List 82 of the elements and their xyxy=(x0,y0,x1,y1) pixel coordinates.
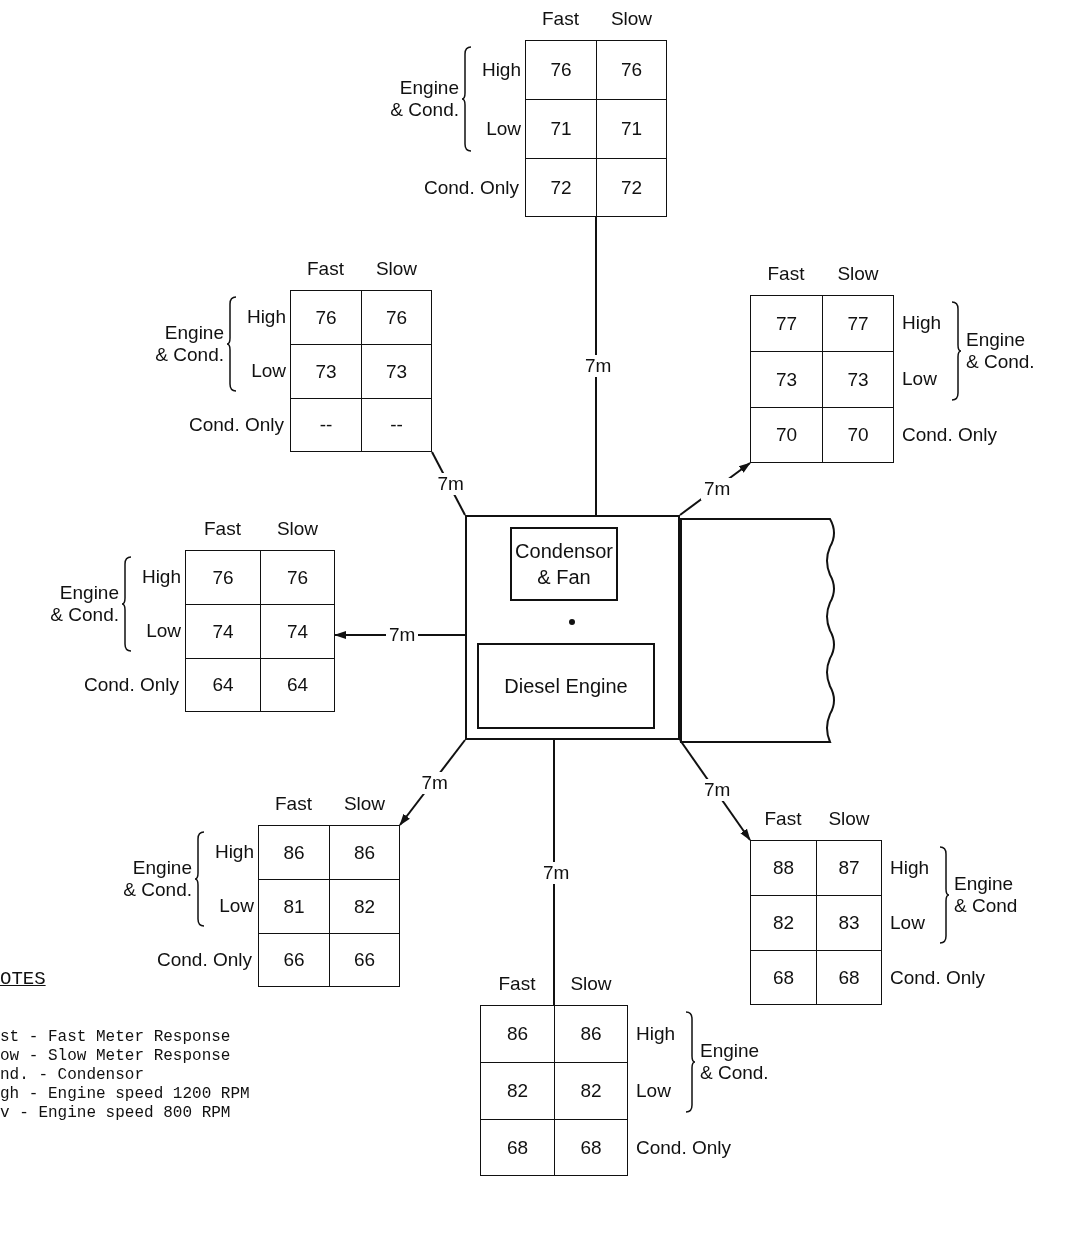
row-label: Low xyxy=(890,911,926,934)
table-cell: 86 xyxy=(258,825,330,880)
group-label: Engine & Cond. xyxy=(154,322,224,366)
component-box: Condensor & Fan xyxy=(510,527,618,601)
column-header: Slow xyxy=(836,263,880,286)
table-cell: 66 xyxy=(258,933,330,987)
note-line: ow - Slow Meter Response xyxy=(0,1047,231,1066)
column-header: Fast xyxy=(497,973,537,996)
group-label: Engine & Cond. xyxy=(700,1040,770,1084)
group-label: Engine & Cond. xyxy=(966,329,1036,373)
column-header: Fast xyxy=(541,8,580,31)
column-header: Slow xyxy=(827,808,871,831)
note-line: st - Fast Meter Response xyxy=(0,1028,231,1047)
table-cell: 70 xyxy=(750,407,823,463)
component-box: Diesel Engine xyxy=(477,643,655,729)
row-label: High xyxy=(636,1022,677,1045)
table-cell: 87 xyxy=(816,840,882,896)
table-cell: -- xyxy=(361,398,432,452)
column-header: Fast xyxy=(766,263,806,286)
column-header: Slow xyxy=(275,518,320,541)
row-label: Low xyxy=(145,620,181,642)
table-cell: 86 xyxy=(329,825,400,880)
table-cell: 64 xyxy=(260,658,335,712)
note-line: gh - Engine speed 1200 RPM xyxy=(0,1085,250,1104)
row-label: High xyxy=(245,306,286,328)
row-label: High xyxy=(213,841,254,863)
table-cell: 76 xyxy=(185,550,261,605)
row-label: Cond. Only xyxy=(187,414,284,436)
row-label: Cond. Only xyxy=(636,1136,733,1159)
row-label: High xyxy=(140,566,181,588)
column-header: Slow xyxy=(609,8,654,31)
row-label: High xyxy=(480,58,521,81)
edge-label: 7m xyxy=(701,478,734,500)
table-cell: 86 xyxy=(554,1005,628,1063)
table-cell: 72 xyxy=(525,158,597,217)
row-label: Cond. Only xyxy=(422,176,519,199)
table-cell: 64 xyxy=(185,658,261,712)
table-cell: 68 xyxy=(480,1119,555,1176)
table-cell: 72 xyxy=(596,158,667,217)
column-header: Fast xyxy=(763,808,803,831)
row-label: Cond. Only xyxy=(902,424,999,446)
connector-line xyxy=(553,739,555,1006)
table-cell: 68 xyxy=(554,1119,628,1176)
unit-outline xyxy=(465,515,680,740)
column-header: Fast xyxy=(274,793,313,816)
table-cell: -- xyxy=(290,398,362,452)
table-cell: 66 xyxy=(329,933,400,987)
notes-heading: OTES xyxy=(0,970,46,989)
row-label: Low xyxy=(485,117,521,140)
row-label: Low xyxy=(636,1079,672,1102)
connector-line xyxy=(595,216,597,516)
table-cell: 76 xyxy=(525,40,597,100)
table-cell: 76 xyxy=(260,550,335,605)
table-cell: 88 xyxy=(750,840,817,896)
row-label: High xyxy=(902,312,943,334)
table-cell: 77 xyxy=(750,295,823,352)
table-cell: 68 xyxy=(750,950,817,1005)
group-label: Engine & Cond. xyxy=(49,582,119,626)
table-cell: 76 xyxy=(596,40,667,100)
group-label: Engine & Cond. xyxy=(122,857,192,901)
table-cell: 77 xyxy=(822,295,894,352)
column-header: Slow xyxy=(342,793,387,816)
row-label: Cond. Only xyxy=(82,674,179,696)
row-label: Low xyxy=(218,895,254,917)
note-line: v - Engine speed 800 RPM xyxy=(0,1104,231,1123)
column-header: Fast xyxy=(203,518,242,541)
row-label: Low xyxy=(250,360,286,382)
table-cell: 76 xyxy=(361,290,432,345)
row-label: Cond. Only xyxy=(155,949,252,971)
row-label: Cond. Only xyxy=(890,966,987,989)
column-header: Slow xyxy=(569,973,613,996)
group-label: Engine & Cond. xyxy=(389,77,459,121)
row-label: Low xyxy=(902,368,938,390)
note-line: nd. - Condensor xyxy=(0,1066,145,1085)
column-header: Slow xyxy=(374,258,419,281)
table-cell: 70 xyxy=(822,407,894,463)
group-label: Engine & Cond xyxy=(954,873,1019,917)
table-cell: 76 xyxy=(290,290,362,345)
table-cell: 68 xyxy=(816,950,882,1005)
column-header: Fast xyxy=(306,258,345,281)
row-label: High xyxy=(890,856,931,879)
table-cell: 86 xyxy=(480,1005,555,1063)
